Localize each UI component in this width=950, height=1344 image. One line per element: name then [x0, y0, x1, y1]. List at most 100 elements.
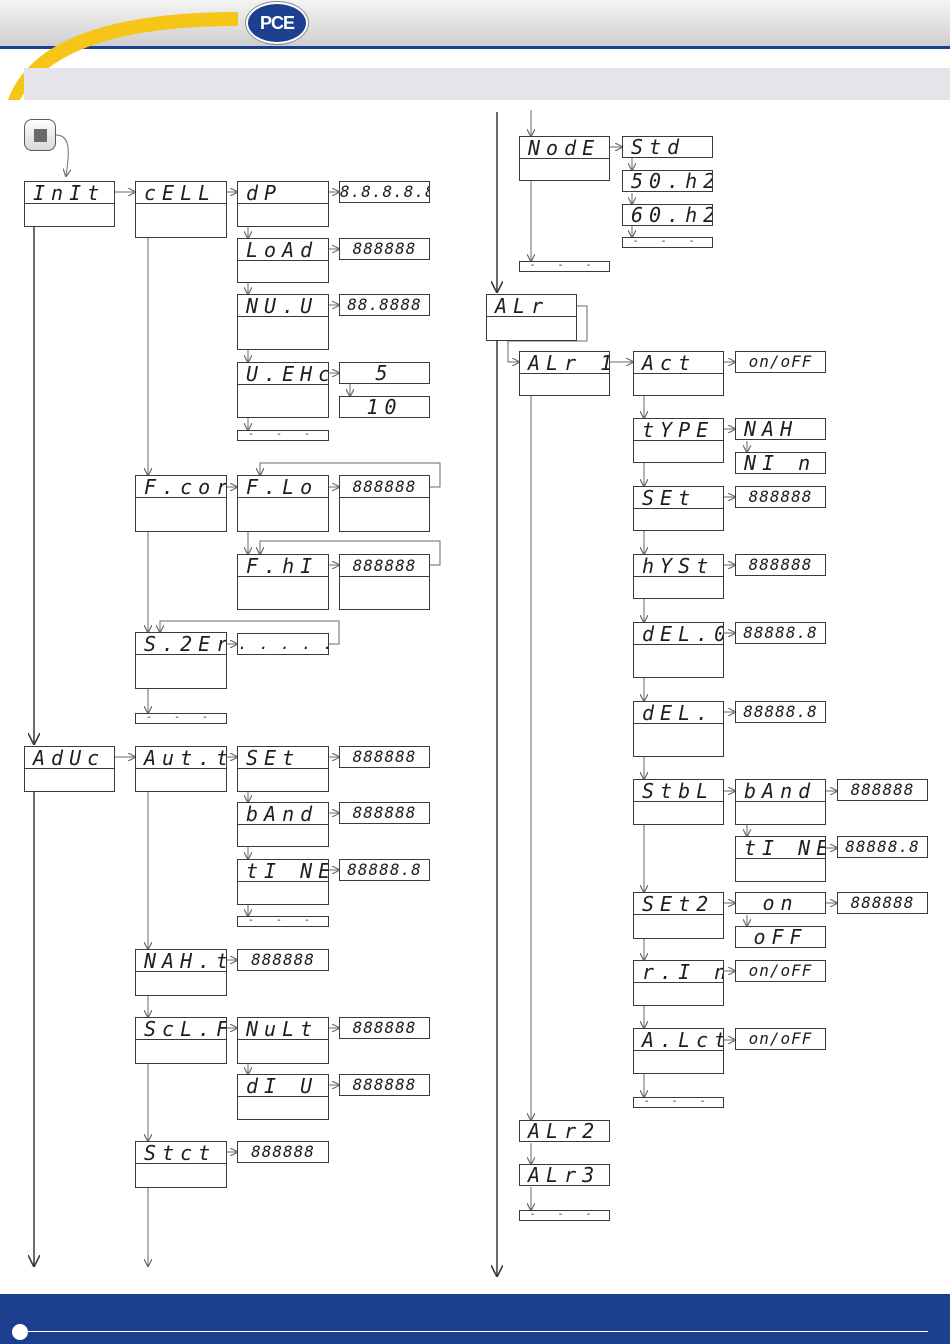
param-set2: SEt2	[633, 892, 724, 939]
option-uexc-5: 5	[339, 362, 430, 384]
option-type-min: NI n	[735, 452, 826, 474]
param-fhi: F.hI	[237, 554, 329, 610]
menu-alr1-label: ALr 1	[520, 352, 609, 374]
param-type: tYPE	[633, 418, 724, 463]
param-autt-band: bAnd	[237, 802, 329, 847]
param-nuu-label: NU.U	[238, 295, 328, 317]
value-autt-set: 888888	[339, 746, 430, 768]
option-set2-off: oFF	[735, 926, 826, 948]
param-act: Act	[633, 351, 724, 396]
page-footer	[0, 1294, 950, 1344]
value-szer: . . . . . .	[237, 633, 329, 655]
param-stbl-time-label: tI NE	[736, 837, 825, 859]
value-fhi-box: 888888	[339, 554, 430, 610]
menu-init: InIt	[24, 181, 115, 227]
param-del0: dEL.0	[633, 622, 724, 678]
param-hyst: hYSt	[633, 554, 724, 599]
value-stbl-band: 888888	[837, 779, 928, 801]
menu-alr-label: ALr	[487, 295, 576, 317]
param-uexc: U.EHc	[237, 362, 329, 418]
menu-advc-label: AdUc	[25, 747, 114, 769]
value-alct: on/oFF	[735, 1028, 826, 1050]
value-del1: 88888.8	[735, 701, 826, 723]
param-stbl-band-label: bAnd	[736, 780, 825, 802]
menu-advc: AdUc	[24, 746, 115, 792]
value-autt-band: 888888	[339, 802, 430, 824]
logo: PCE	[246, 2, 308, 44]
param-del0-label: dEL.0	[634, 623, 723, 645]
value-flo-box: 888888	[339, 475, 430, 532]
param-stbl-band: bAnd	[735, 779, 826, 825]
param-autt-set-label: SEt	[238, 747, 328, 769]
param-stbl-time: tI NE	[735, 836, 826, 882]
menu-maxt-label: NAH.t	[136, 950, 226, 972]
option-uexc-10: 10	[339, 396, 430, 418]
menu-alr: ALr	[486, 294, 577, 341]
param-autt-band-label: bAnd	[238, 803, 328, 825]
param-type-label: tYPE	[634, 419, 723, 441]
menu-alr3: ALr3	[519, 1164, 610, 1186]
end-autt: - - - -	[237, 916, 329, 927]
param-rinv: r.I nU	[633, 960, 724, 1006]
param-dp-label: dP	[238, 182, 328, 204]
param-nuu: NU.U	[237, 294, 329, 350]
menu-stct-label: Stct	[136, 1142, 226, 1164]
end-mode: - - - -	[519, 261, 610, 272]
footer-rule	[26, 1331, 928, 1332]
param-hyst-label: hYSt	[634, 555, 723, 577]
param-rinv-label: r.I nU	[634, 961, 723, 983]
param-mult: NuLt	[237, 1017, 329, 1064]
value-act: on/oFF	[735, 351, 826, 373]
swoosh-graphic	[8, 12, 238, 100]
option-mode-std: Std	[622, 136, 713, 158]
value-rinv: on/oFF	[735, 960, 826, 982]
value-div: 888888	[339, 1074, 430, 1096]
value-fhi: 888888	[340, 555, 429, 577]
value-stbl-time: 88888.8	[837, 836, 928, 858]
menu-alr1: ALr 1	[519, 351, 610, 396]
menu-autt: Aut.t	[135, 746, 227, 792]
value-mult: 888888	[339, 1017, 430, 1039]
value-dp: 8.8.8.8.8.8.	[339, 181, 430, 203]
param-load-label: LoAd	[238, 239, 328, 261]
option-set2-on: on	[735, 892, 826, 914]
param-load: LoAd	[237, 238, 329, 283]
param-del1: dEL. I	[633, 701, 724, 757]
param-autt-time-label: tI NE	[238, 860, 328, 882]
param-set2-label: SEt2	[634, 893, 723, 915]
menu-fcor: F.cor	[135, 475, 227, 532]
end-alr: - - - -	[519, 1210, 610, 1221]
param-autt-time: tI NE	[237, 859, 329, 905]
start-key-icon	[24, 119, 56, 151]
param-div-label: dI U	[238, 1075, 328, 1097]
param-del1-label: dEL. I	[634, 702, 723, 724]
param-dp: dP	[237, 181, 329, 227]
menu-init-label: InIt	[25, 182, 114, 204]
value-autt-time: 88888.8	[339, 859, 430, 881]
param-flo-label: F.Lo	[238, 476, 328, 498]
menu-cell: cELL	[135, 181, 227, 238]
param-alr-set-label: SEt	[634, 487, 723, 509]
menu-stct: Stct	[135, 1141, 227, 1188]
param-fhi-label: F.hI	[238, 555, 328, 577]
menu-mode: NodE	[519, 136, 610, 181]
end-mode-options: - - - -	[622, 237, 713, 248]
param-uexc-label: U.EHc	[238, 363, 328, 385]
param-mult-label: NuLt	[238, 1018, 328, 1040]
menu-sclf-label: ScL.F	[136, 1018, 226, 1040]
param-autt-set: SEt	[237, 746, 329, 792]
value-nuu: 88.8888	[339, 294, 430, 316]
menu-mode-label: NodE	[520, 137, 609, 159]
param-alct: A.Lct	[633, 1028, 724, 1074]
param-flo: F.Lo	[237, 475, 329, 532]
value-alr-set: 888888	[735, 486, 826, 508]
param-div: dI U	[237, 1074, 329, 1120]
page-header: PCE	[0, 0, 950, 100]
value-stct: 888888	[237, 1141, 329, 1163]
value-load: 888888	[339, 238, 430, 260]
bullet-icon	[12, 1324, 28, 1340]
param-alct-label: A.Lct	[634, 1029, 723, 1051]
end-init: - - - -	[135, 713, 227, 724]
option-mode-50hz: 50.h2	[622, 170, 713, 192]
